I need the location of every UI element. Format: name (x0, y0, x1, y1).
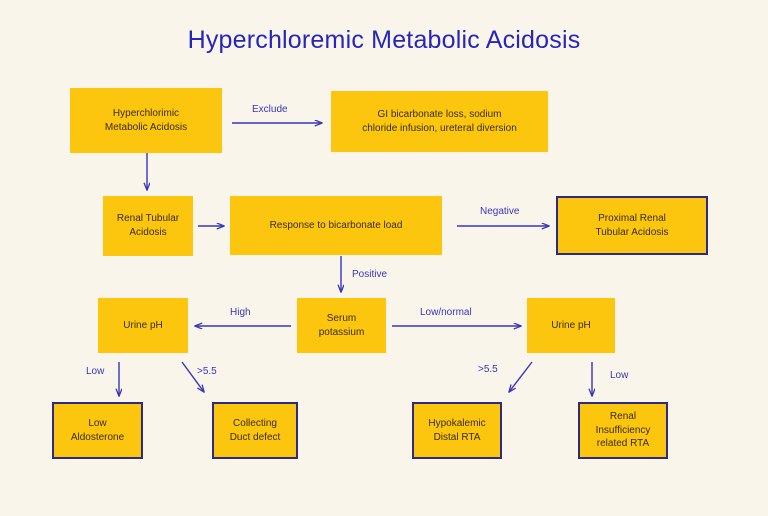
node-bicarbonate-response[interactable]: Response to bicarbonate load (230, 196, 442, 255)
page-title: Hyperchloremic Metabolic Acidosis (187, 26, 581, 54)
node-label: Renal Tubular Acidosis (116, 213, 180, 238)
node-label: Hypokalemic Distal RTA (428, 417, 486, 443)
node-hyperchloremic[interactable]: Hyperchlorimic Metabolic Acidosis (70, 88, 222, 153)
node-label: GI bicarbonate loss, sodium chloride inf… (362, 108, 517, 134)
node-renal-tubular-acidosis[interactable]: Renal Tubular Acidosis (103, 196, 193, 256)
edge-label-right-low: Low (610, 370, 629, 381)
node-renal-insufficiency-rta[interactable]: Renal Insufficiency related RTA (578, 402, 668, 459)
node-label: Low Aldosterone (70, 417, 125, 443)
node-urine-ph-right[interactable]: Urine pH (527, 298, 615, 353)
edge-label-positive: Positive (352, 269, 388, 280)
node-label: Renal Insufficiency related RTA (595, 410, 651, 450)
node-label: Urine pH (123, 319, 163, 331)
node-low-aldosterone[interactable]: Low Aldosterone (52, 402, 143, 459)
edge-label-right-gt55: >5.5 (478, 364, 498, 375)
node-urine-ph-left[interactable]: Urine pH (98, 298, 188, 353)
node-label: Serum potassium (318, 312, 365, 338)
edge-right-gt55 (509, 361, 533, 392)
node-label: Hyperchlorimic Metabolic Acidosis (104, 107, 188, 133)
edge-label-low-normal: Low/normal (420, 307, 472, 318)
node-label: Proximal Renal Tubular Acidosis (595, 212, 669, 238)
node-label: Response to bicarbonate load (269, 219, 403, 231)
edge-label-high: High (230, 307, 251, 318)
node-hypokalemic-distal-rta[interactable]: Hypokalemic Distal RTA (412, 402, 502, 459)
node-label: Collecting Duct defect (229, 417, 281, 443)
node-gi-loss[interactable]: GI bicarbonate loss, sodium chloride inf… (331, 91, 548, 152)
edge-label-negative: Negative (480, 206, 520, 217)
edge-label-left-gt55: >5.5 (197, 366, 217, 377)
node-collecting-duct-defect[interactable]: Collecting Duct defect (212, 402, 298, 459)
node-proximal-rta[interactable]: Proximal Renal Tubular Acidosis (556, 196, 708, 255)
node-label: Urine pH (551, 319, 591, 331)
node-serum-potassium[interactable]: Serum potassium (297, 298, 386, 353)
edge-label-left-low: Low (86, 366, 105, 377)
edge-label-exclude: Exclude (252, 104, 288, 115)
